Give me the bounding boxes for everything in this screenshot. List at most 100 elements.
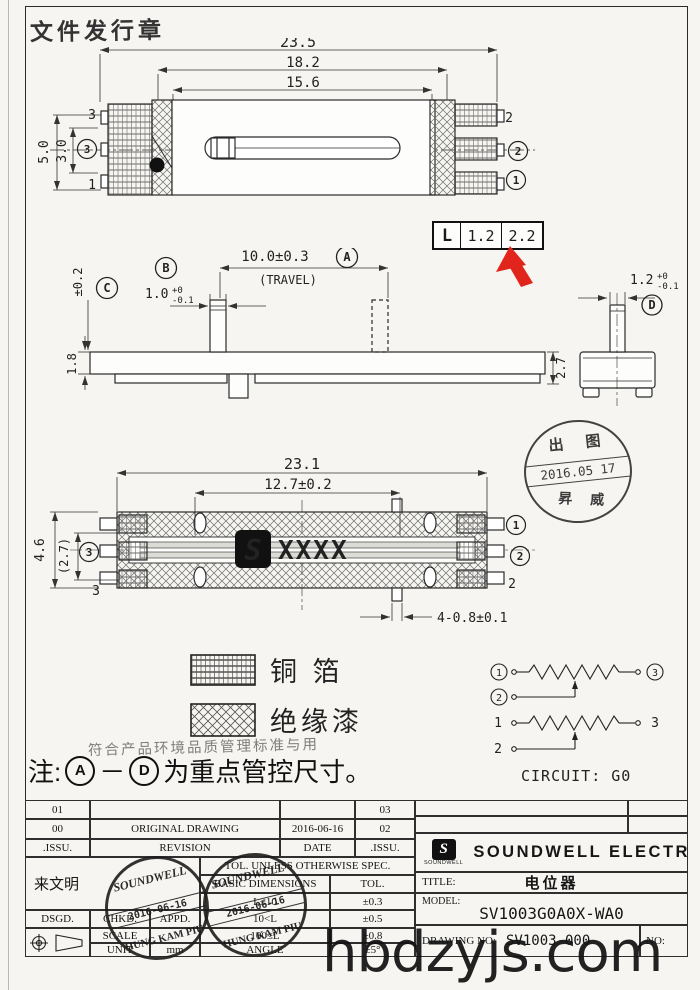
pin-label-1-circled-bottom: 1 [513, 519, 520, 532]
dim-d-tol-lo: -0.1 [657, 282, 679, 292]
pin-label-3-top: 3 [88, 108, 96, 123]
pin-circle-1 [505, 169, 527, 191]
pin-label-1-left: 1 [88, 178, 96, 193]
mark-b-circle [154, 256, 178, 280]
pin-label-2-circled: 2 [515, 145, 522, 158]
company-name: SOUNDWELL ELECTRONICS [473, 843, 687, 861]
soundwell-logo-icon: S [431, 839, 456, 860]
dim-d-tol-hi: +0 [657, 272, 668, 282]
rev1-revision [90, 800, 280, 819]
circuit-caption: CIRCUIT: G0 [521, 767, 631, 785]
circuit-r2-right: 3 [651, 716, 659, 731]
bottom-view-dimension-lines [50, 470, 488, 621]
dim-2-7-ref: (2.7) [57, 538, 71, 574]
dim-23-1: 23.1 [284, 455, 320, 473]
drawing-no-value: SV1003-000 [505, 933, 591, 949]
dim-18-2: 18.2 [286, 55, 320, 71]
circuit-r1-left: 1 [496, 668, 502, 679]
note-prefix: 注: [28, 757, 62, 787]
bottom-view-drawing: S XXXX 23.1 12.7±0.2 4.6 (2.7) 4-0.8±0.1… [33, 455, 535, 626]
note-dash: － [99, 757, 126, 787]
note-suffix: 为重点管控尺寸。 [163, 757, 372, 787]
mark-a-circle [335, 248, 359, 269]
dim-5-0: 5.0 [37, 140, 52, 163]
dim-b-tol-hi: +0 [172, 286, 183, 296]
first-angle-projection-icon [29, 933, 83, 952]
sheet-edge-line [8, 0, 9, 990]
dim-1-8: 1.8 [65, 353, 79, 375]
circuit-r2-wiper: 2 [494, 742, 502, 757]
pin-circle-3 [76, 138, 98, 160]
model-label: MODEL: [422, 896, 461, 907]
stamp2-name: HUNG KAM PIU [222, 920, 304, 951]
dsgd-label: DSGD. [25, 910, 90, 928]
legend-copper-row: 铜 箔 [190, 650, 363, 689]
logo-caption: SOUNDWELL [424, 860, 464, 866]
dim-12-7: 12.7±0.2 [264, 477, 331, 493]
tol-value-2: ±0.5 [330, 910, 415, 928]
scale-value [150, 928, 200, 943]
tol-range-1: L≤10 [200, 893, 330, 910]
drawing-no-row: DRAWING NO: SV1003-000 [415, 925, 640, 957]
top-view-dimension-lines [53, 47, 498, 191]
rev3-issu: .ISSU. [25, 839, 90, 857]
blank-cell-4 [628, 816, 688, 833]
model-row: MODEL: SV1003G0A0X-WA0 [415, 893, 688, 925]
title-row: TITLE: 电位器 [415, 872, 688, 893]
rev3-revision: REVISION [90, 839, 280, 857]
model-value: SV1003G0A0X-WA0 [479, 903, 624, 923]
pin-circle-2-bottom [509, 545, 531, 567]
tol-range-4: ANGLE [200, 943, 330, 957]
rev1-date [280, 800, 355, 819]
tol-header: TOL. UNLESS OTHERWISE SPEC. [200, 857, 415, 875]
pin-label-2-plain: 2 [508, 577, 516, 592]
travel-label: (TRAVEL) [259, 273, 317, 287]
pin-label-3-plain: 3 [92, 584, 100, 599]
scale-label: SCALE [90, 928, 150, 943]
dim-2-7: 2.7 [554, 357, 568, 379]
mark-c-circle [95, 276, 119, 300]
blank-cell-2 [628, 800, 688, 816]
callout-2-2: 2.2 [508, 226, 536, 245]
front-view-drawing: 10.0±0.3 A (TRAVEL) B 1.0 +0 -0.1 C ±0.2… [65, 248, 679, 406]
dim-travel: 10.0±0.3 [241, 249, 308, 265]
unit-value: mm [150, 943, 200, 957]
top-view-part [50, 99, 535, 196]
dim-3-0: 3.0 [55, 139, 70, 162]
front-view-dimension-lines [78, 265, 655, 390]
dim-pin-width: 4-0.8±0.1 [437, 611, 507, 626]
soundwell-logo-s: S [245, 534, 262, 567]
pin-circle-2 [507, 140, 529, 162]
pin-circle-1-bottom [505, 514, 527, 536]
note-mark-d: D [129, 755, 160, 786]
circuit-r1-wiper: 2 [496, 693, 502, 704]
legend-insulation-label: 绝缘漆 [270, 707, 363, 737]
dim-b-tol-lo: -0.1 [172, 296, 194, 306]
key-dimension-note: 注: A － D 为重点管控尺寸。 [28, 752, 371, 789]
blank-cell-3 [415, 816, 628, 833]
basic-dims-header: BASIC DIMENSIONS [200, 875, 330, 893]
mark-d-circle [641, 294, 663, 316]
rev3-issu2: .ISSU. [355, 839, 415, 857]
note-mark-a: A [65, 755, 96, 786]
projection-cell [25, 928, 90, 957]
company-logo: S SOUNDWELL [424, 839, 463, 866]
dim-c: ±0.2 [71, 268, 85, 297]
tol-range-2: 10<L [200, 910, 330, 928]
thickness-callout-table: L 1.2 2.2 [432, 221, 544, 250]
dim-23-5: 23.5 [280, 38, 316, 51]
pin-label-3-circled: 3 [84, 143, 91, 156]
drawing-no-label: DRAWING NO: [422, 935, 496, 947]
unit-label: UNIT [90, 943, 150, 957]
front-view-part [89, 299, 546, 399]
tol-value-3: ±0.8 [330, 928, 415, 943]
pin-circle-3-bottom [78, 541, 100, 563]
dim-b: 1.0 [145, 287, 168, 302]
pin-label-3-circled-bottom: 3 [86, 546, 93, 559]
site-watermark: hbdzyjs.com [322, 920, 663, 985]
approver-name: 来文明 [25, 857, 200, 910]
legend-insulation-row: 绝缘漆 [190, 700, 363, 739]
dim-15-6: 15.6 [286, 75, 320, 91]
chkd-label: CHKD. [90, 910, 150, 928]
index-dot [149, 157, 165, 173]
